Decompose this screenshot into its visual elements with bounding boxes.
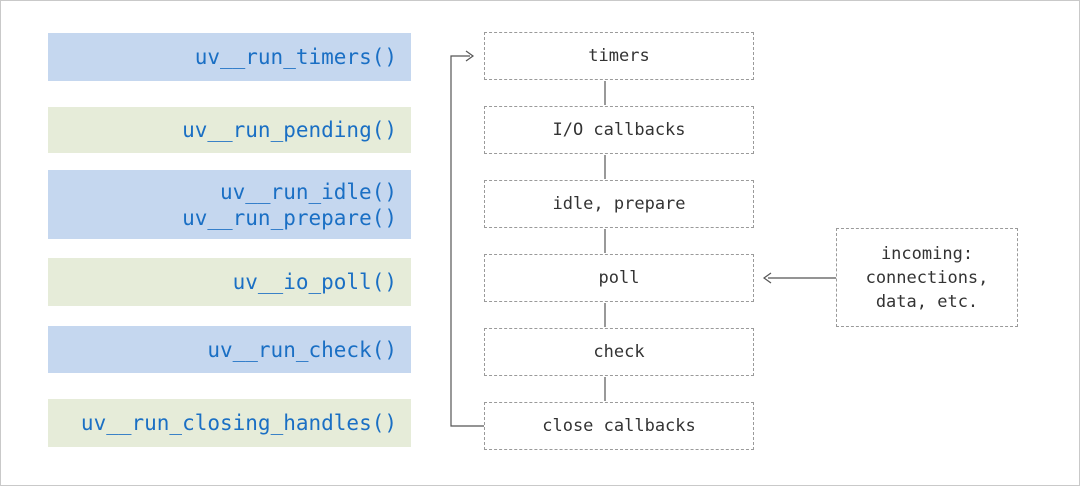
fn-label: uv__run_timers() xyxy=(194,45,397,69)
phase-label: timers xyxy=(588,46,650,66)
incoming-label: connections, xyxy=(865,267,989,288)
phase-idle-prepare: idle, prepare xyxy=(484,180,754,228)
fn-label: uv__run_prepare() xyxy=(182,205,397,230)
incoming-box: incoming: connections, data, etc. xyxy=(836,228,1018,327)
phase-poll: poll xyxy=(484,254,754,302)
fn-label: uv__run_idle() xyxy=(219,179,397,204)
fn-run-idle-prepare: uv__run_idle() uv__run_prepare() xyxy=(48,170,411,239)
phase-close-callbacks: close callbacks xyxy=(484,402,754,450)
phase-check: check xyxy=(484,328,754,376)
fn-label: uv__run_check() xyxy=(207,337,397,362)
phase-label: check xyxy=(593,342,645,362)
loop-back-line xyxy=(450,55,484,427)
fn-label: uv__run_pending() xyxy=(182,118,397,142)
fn-run-check: uv__run_check() xyxy=(48,326,411,373)
incoming-label: data, etc. xyxy=(875,291,979,312)
fn-label: uv__io_poll() xyxy=(232,270,397,294)
phase-io-callbacks: I/O callbacks xyxy=(484,106,754,154)
phase-label: idle, prepare xyxy=(552,194,686,214)
fn-run-closing-handles: uv__run_closing_handles() xyxy=(48,399,411,447)
phase-timers: timers xyxy=(484,32,754,80)
incoming-arrowhead xyxy=(762,272,772,284)
fn-io-poll: uv__io_poll() xyxy=(48,258,411,306)
fn-run-timers: uv__run_timers() xyxy=(48,33,411,81)
phase-label: poll xyxy=(598,268,640,288)
phase-label: I/O callbacks xyxy=(552,120,686,140)
loop-back-arrowhead xyxy=(465,50,475,62)
fn-label: uv__run_closing_handles() xyxy=(80,411,397,435)
phase-label: close callbacks xyxy=(542,416,696,436)
incoming-label: incoming: xyxy=(880,243,974,264)
fn-run-pending: uv__run_pending() xyxy=(48,107,411,153)
